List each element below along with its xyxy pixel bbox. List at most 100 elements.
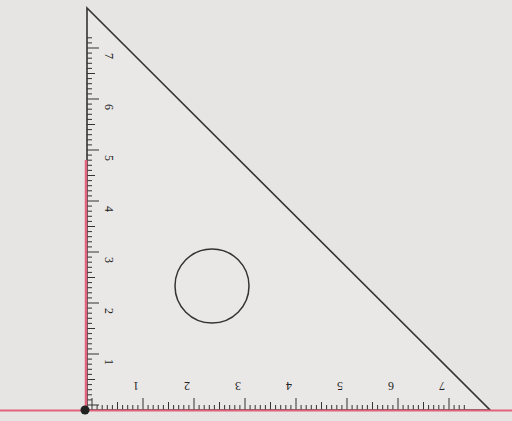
tick [87,384,92,385]
tick [178,405,179,410]
tick [392,405,393,410]
scale-number: 5 [337,380,343,392]
tick [87,241,92,242]
tick [87,252,99,253]
tick [352,405,353,410]
tick [87,257,92,258]
tick [87,190,92,191]
tick [87,68,92,69]
tick [204,405,205,410]
tick [255,405,256,410]
tick [87,165,92,166]
tick [132,405,133,410]
tick [87,343,92,344]
tick [87,333,92,334]
tick [250,405,251,410]
tick [87,364,92,365]
tick [321,402,322,410]
tick [331,405,332,410]
tick [87,313,92,314]
tick [158,405,159,410]
tick [87,399,92,400]
tick [87,160,92,161]
tick [443,405,444,410]
tick [209,405,210,410]
tick [168,402,169,410]
tick [87,277,95,278]
scale-number: 5 [103,155,115,161]
tick [341,405,342,410]
tick [163,405,164,410]
scale-number: 7 [439,380,445,392]
tick [270,402,271,410]
tick [87,231,92,232]
tick [87,37,92,38]
tick [87,155,92,156]
tick [464,405,465,410]
tick [449,398,450,410]
tick [423,402,424,410]
circle-hole [175,249,249,323]
tick [224,405,225,410]
tick [87,359,92,360]
tick [311,405,312,410]
tick [87,394,92,395]
tick [87,221,92,222]
tick [87,109,92,110]
tick [413,405,414,410]
scale-number: 4 [286,380,292,392]
tick [290,405,291,410]
tick [87,369,92,370]
tick [433,405,434,410]
tick [316,405,317,410]
tick [173,405,174,410]
scale-number: 2 [103,308,115,314]
tick [234,405,235,410]
tick [87,389,92,390]
tick [87,211,92,212]
tick [87,272,92,273]
tick [92,398,93,410]
tick [459,405,460,410]
tick [382,405,383,410]
tick [127,405,128,410]
tick [367,405,368,410]
tick [87,308,92,309]
tick [87,175,95,176]
tick [87,287,92,288]
tick [454,405,455,410]
tick [117,402,118,410]
tick [408,405,409,410]
tick [87,303,99,304]
tick [87,292,92,293]
tick [107,405,108,410]
tick [87,206,92,207]
scale-number: 4 [103,206,115,212]
tick [387,405,388,410]
tick [87,134,92,135]
tick [188,405,189,410]
tick [265,405,266,410]
tick [336,405,337,410]
tick [87,318,92,319]
scale-number: 3 [235,380,241,392]
tick [87,144,92,145]
tick [87,124,95,125]
tick [285,405,286,410]
tick [87,282,92,283]
tick [214,405,215,410]
tick [97,405,98,410]
tick [87,42,92,43]
tick [438,405,439,410]
tick [239,405,240,410]
tick [87,88,92,89]
tick [87,63,92,64]
tick [87,297,92,298]
tick [87,73,95,74]
tick [143,398,144,410]
tick [87,348,92,349]
tick [87,338,92,339]
tick [87,53,92,54]
tick [87,129,92,130]
